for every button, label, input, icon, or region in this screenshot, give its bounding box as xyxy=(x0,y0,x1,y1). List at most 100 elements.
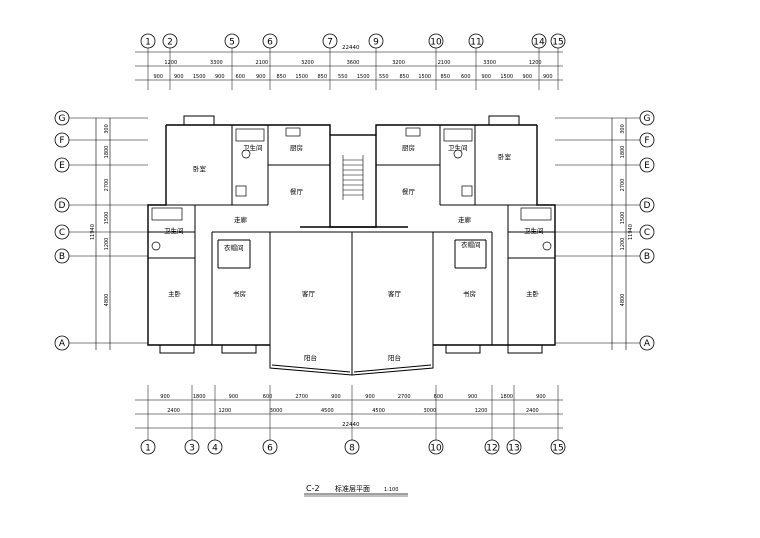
top-dim-2: 900 xyxy=(522,74,532,80)
top-dim-2: 600 xyxy=(235,74,245,80)
room-label-kitchen-left: 厨房 xyxy=(290,143,303,152)
bottom-dim-1: 900 xyxy=(229,394,239,400)
room-label-master-left: 主卧 xyxy=(168,289,182,298)
side-axis-label: E xyxy=(59,161,65,171)
top-axis-label: 7 xyxy=(327,38,333,48)
top-axis-bubble-6: 6 xyxy=(262,33,278,90)
bottom-dim-1: 1800 xyxy=(500,394,513,400)
top-dim-2: 850 xyxy=(399,74,409,80)
side-axis-label: A xyxy=(59,339,66,349)
bottom-dim-2: 4500 xyxy=(372,408,385,414)
room-label-dining-left: 餐厅 xyxy=(290,187,304,196)
bottom-axis-bubble-12: 12 xyxy=(484,385,500,455)
side-dim-R: 1500 xyxy=(620,212,626,225)
top-axis-bubble-15: 15 xyxy=(550,33,566,90)
top-axis-bubble-1: 1 xyxy=(140,33,156,90)
room-label-bedroom-left: 卧室 xyxy=(193,164,207,173)
total-dim-top: 22440 xyxy=(342,45,360,51)
bottom-axis-bubble-6: 6 xyxy=(262,385,278,455)
room-label-master-right: 主卧 xyxy=(526,289,540,298)
room-label-dining-right: 餐厅 xyxy=(402,187,416,196)
total-dim-bottom: 22440 xyxy=(342,422,360,428)
top-dim-1: 3200 xyxy=(392,60,405,66)
side-axis-bubble-G-R: G xyxy=(555,110,655,126)
top-axis-bubble-11: 11 xyxy=(468,33,484,90)
side-dim-R: 1800 xyxy=(620,146,626,159)
top-dim-1: 1200 xyxy=(164,60,177,66)
caption-code: C-2 xyxy=(306,484,320,493)
stair-treads xyxy=(342,155,364,200)
bottom-dim-1: 900 xyxy=(536,394,546,400)
bottom-axis-bubble-3: 3 xyxy=(184,385,200,455)
side-dim-L: 4800 xyxy=(104,294,110,307)
top-axis-label: 9 xyxy=(373,38,379,48)
side-dim-L: 1200 xyxy=(104,238,110,251)
top-dim-2: 1500 xyxy=(500,74,513,80)
side-axis-bubble-C-R: C xyxy=(555,224,655,240)
bottom-dim-2: 3000 xyxy=(270,408,283,414)
bottom-axis-bubble-1: 1 xyxy=(140,385,156,455)
side-total-right: 11940 xyxy=(628,224,634,240)
top-dim-2: 600 xyxy=(461,74,471,80)
top-dim-2: 550 xyxy=(379,74,389,80)
bottom-dim-1: 900 xyxy=(331,394,341,400)
top-dim-1: 1200 xyxy=(529,60,542,66)
side-axis-bubble-A-L: A xyxy=(54,335,148,351)
drawing-caption: C-2 标准层平面 1:100 xyxy=(304,484,408,497)
bottom-axis-bubble-10: 10 xyxy=(428,385,444,455)
side-dim-R: 4800 xyxy=(620,294,626,307)
bottom-axis-bubble-8: 8 xyxy=(344,385,360,455)
side-axis-label: B xyxy=(644,252,650,262)
side-dim-L: 1800 xyxy=(104,146,110,159)
side-axis-label: G xyxy=(644,114,651,124)
bottom-dim-1: 600 xyxy=(263,394,273,400)
bottom-axis-bubble-13: 13 xyxy=(506,385,522,455)
bottom-axis-label: 1 xyxy=(145,444,151,454)
room-label-closet-right: 衣帽间 xyxy=(461,240,481,249)
bottom-axis-label: 13 xyxy=(508,444,519,454)
side-dimension-lines xyxy=(95,118,627,350)
top-axis-bubble-5: 5 xyxy=(224,33,240,90)
bottom-dimension-lines xyxy=(135,399,563,429)
bottom-dim-1: 900 xyxy=(365,394,375,400)
top-dim-2: 1500 xyxy=(357,74,370,80)
top-dim-2: 850 xyxy=(440,74,450,80)
room-label-balcony-right: 阳台 xyxy=(388,353,401,362)
top-dim-2: 900 xyxy=(215,74,225,80)
side-axis-bubble-A-R: A xyxy=(555,335,655,351)
room-label-study-left: 书房 xyxy=(233,289,246,298)
bottom-axis-label: 15 xyxy=(552,444,563,454)
top-axis-bubble-7: 7 xyxy=(322,33,338,90)
bottom-dim-1: 600 xyxy=(434,394,444,400)
side-dim-R: 300 xyxy=(620,124,626,134)
bottom-dim-2: 1200 xyxy=(219,408,232,414)
bottom-axis-label: 3 xyxy=(189,444,195,454)
room-label-bath2-left: 卫生间 xyxy=(164,226,184,235)
top-axis-label: 5 xyxy=(229,38,235,48)
top-dim-2: 850 xyxy=(317,74,327,80)
bottom-dim-1: 900 xyxy=(468,394,478,400)
bath-fixtures xyxy=(151,127,552,251)
top-axis-label: 2 xyxy=(167,38,173,48)
side-axis-bubble-B-L: B xyxy=(54,248,148,264)
top-dim-1: 3300 xyxy=(483,60,496,66)
top-dim-2: 1500 xyxy=(193,74,206,80)
side-axis-label: C xyxy=(59,228,65,238)
side-axis-bubble-C-L: C xyxy=(54,224,148,240)
side-axis-label: C xyxy=(644,228,650,238)
top-dim-2: 550 xyxy=(338,74,348,80)
side-axis-label: D xyxy=(59,201,66,211)
caption-scale: 1:100 xyxy=(384,487,398,493)
top-axis-label: 11 xyxy=(470,38,481,48)
room-label-corridor-left: 走廊 xyxy=(234,215,248,224)
side-dim-R: 1200 xyxy=(620,238,626,251)
bottom-dim-2: 2400 xyxy=(167,408,180,414)
side-dim-L: 300 xyxy=(104,124,110,134)
side-axis-bubble-F-L: F xyxy=(54,132,148,148)
top-dim-2: 900 xyxy=(174,74,184,80)
caption-title: 标准层平面 xyxy=(335,484,370,493)
bottom-dim-1: 900 xyxy=(160,394,170,400)
side-axis-bubble-F-R: F xyxy=(555,132,655,148)
